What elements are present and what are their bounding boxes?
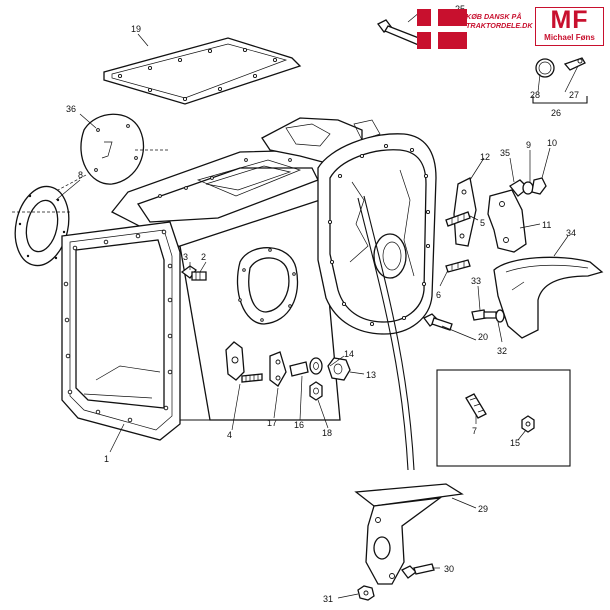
rear-brackets [445, 177, 604, 339]
bolt-20 [423, 313, 453, 331]
callout-19: 19 [131, 24, 141, 34]
callout-labels: 19 25 36 8 28 27 26 12 35 9 10 5 11 34 3… [66, 4, 579, 604]
callout-16: 16 [294, 420, 304, 430]
brand-name: Michael Føns [544, 33, 595, 42]
ring-gasket [12, 185, 70, 267]
callout-7: 7 [472, 426, 477, 436]
brand-mark: MF [550, 6, 589, 34]
callout-18: 18 [322, 428, 332, 438]
callout-34: 32 [497, 346, 507, 356]
brand-logo: MF Michael Føns [535, 7, 604, 46]
callout-4: 4 [227, 430, 232, 440]
bolt-30 [401, 563, 435, 579]
callout-10: 10 [547, 138, 557, 148]
callout-1: 1 [104, 454, 109, 464]
callout-3: 3 [183, 252, 188, 262]
callout-36: 36 [66, 104, 76, 114]
transmission-housing [61, 117, 437, 471]
callout-11: 11 [542, 220, 551, 230]
callout-13: 13 [366, 370, 376, 380]
tagline-line-2: TRAKTORDELE.DK [466, 21, 533, 30]
callout-33: 33 [471, 276, 481, 286]
callout-28: 28 [530, 90, 540, 100]
bracket-29 [354, 483, 464, 585]
callout-32: 34 [566, 228, 576, 238]
callout-31: 31 [323, 594, 333, 604]
callout-26: 26 [551, 108, 561, 118]
callout-30: 30 [444, 564, 454, 574]
clip-assembly [532, 57, 588, 104]
callout-12: 12 [480, 152, 490, 162]
leader-lines [55, 11, 579, 599]
callout-27: 27 [569, 90, 579, 100]
tagline-line-1: KØB DANSK PÅ [466, 12, 522, 21]
danish-flag-logo [417, 9, 467, 49]
bolt-2-3 [180, 265, 207, 281]
top-cover-gasket [103, 37, 302, 105]
callout-9: 9 [526, 140, 531, 150]
small-parts-front [225, 341, 351, 401]
callout-5: 5 [480, 218, 485, 228]
callout-2: 2 [201, 252, 206, 262]
shop-tagline: KØB DANSK PÅ TRAKTORDELE.DK [466, 12, 533, 30]
inset-box [436, 369, 571, 467]
nut-31 [357, 585, 375, 601]
callout-17: 17 [267, 418, 277, 428]
callout-35: 35 [500, 148, 510, 158]
callout-8: 8 [78, 170, 83, 180]
callout-15: 15 [510, 438, 520, 448]
callout-29: 29 [478, 504, 488, 514]
callout-6: 6 [436, 290, 441, 300]
callout-14: 14 [344, 349, 354, 359]
callout-20: 20 [478, 332, 488, 342]
